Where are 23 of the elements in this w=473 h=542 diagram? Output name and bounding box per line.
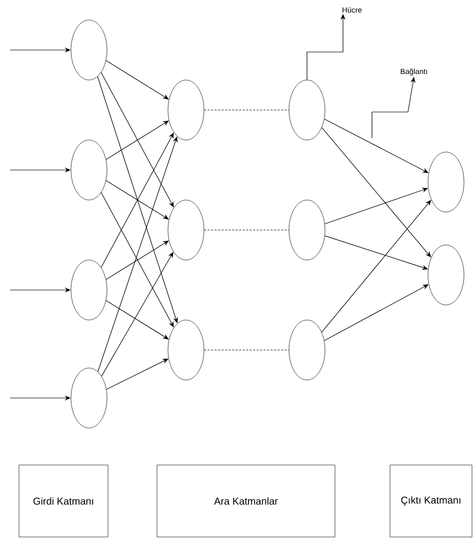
neuron-circle xyxy=(168,80,204,140)
connection-arrow xyxy=(106,60,169,100)
connection-arrow xyxy=(100,72,174,208)
neuron-circle xyxy=(168,320,204,380)
neuron-circle xyxy=(288,80,326,140)
connection-arrow xyxy=(106,120,169,160)
neuron-circle xyxy=(70,140,108,200)
layer-box: Çıktı Katmanı xyxy=(390,464,472,538)
connection-arrow xyxy=(106,180,169,220)
neuron-circle xyxy=(288,200,326,260)
neuron-circle xyxy=(288,320,326,380)
neuron-circle xyxy=(70,20,108,80)
neuron-circle xyxy=(168,200,204,260)
connection-arrow xyxy=(106,300,169,340)
neuron-circle xyxy=(70,260,108,320)
neuron-circle xyxy=(70,368,108,428)
layer-box: Ara Katmanlar xyxy=(156,464,336,538)
neuron-circle xyxy=(428,152,464,212)
neuron-circle xyxy=(428,244,464,306)
layer-box: Girdi Katmanı xyxy=(18,464,108,538)
connection-arrow xyxy=(100,192,174,328)
connection-arrow xyxy=(100,132,174,268)
connection-arrow xyxy=(106,240,169,280)
